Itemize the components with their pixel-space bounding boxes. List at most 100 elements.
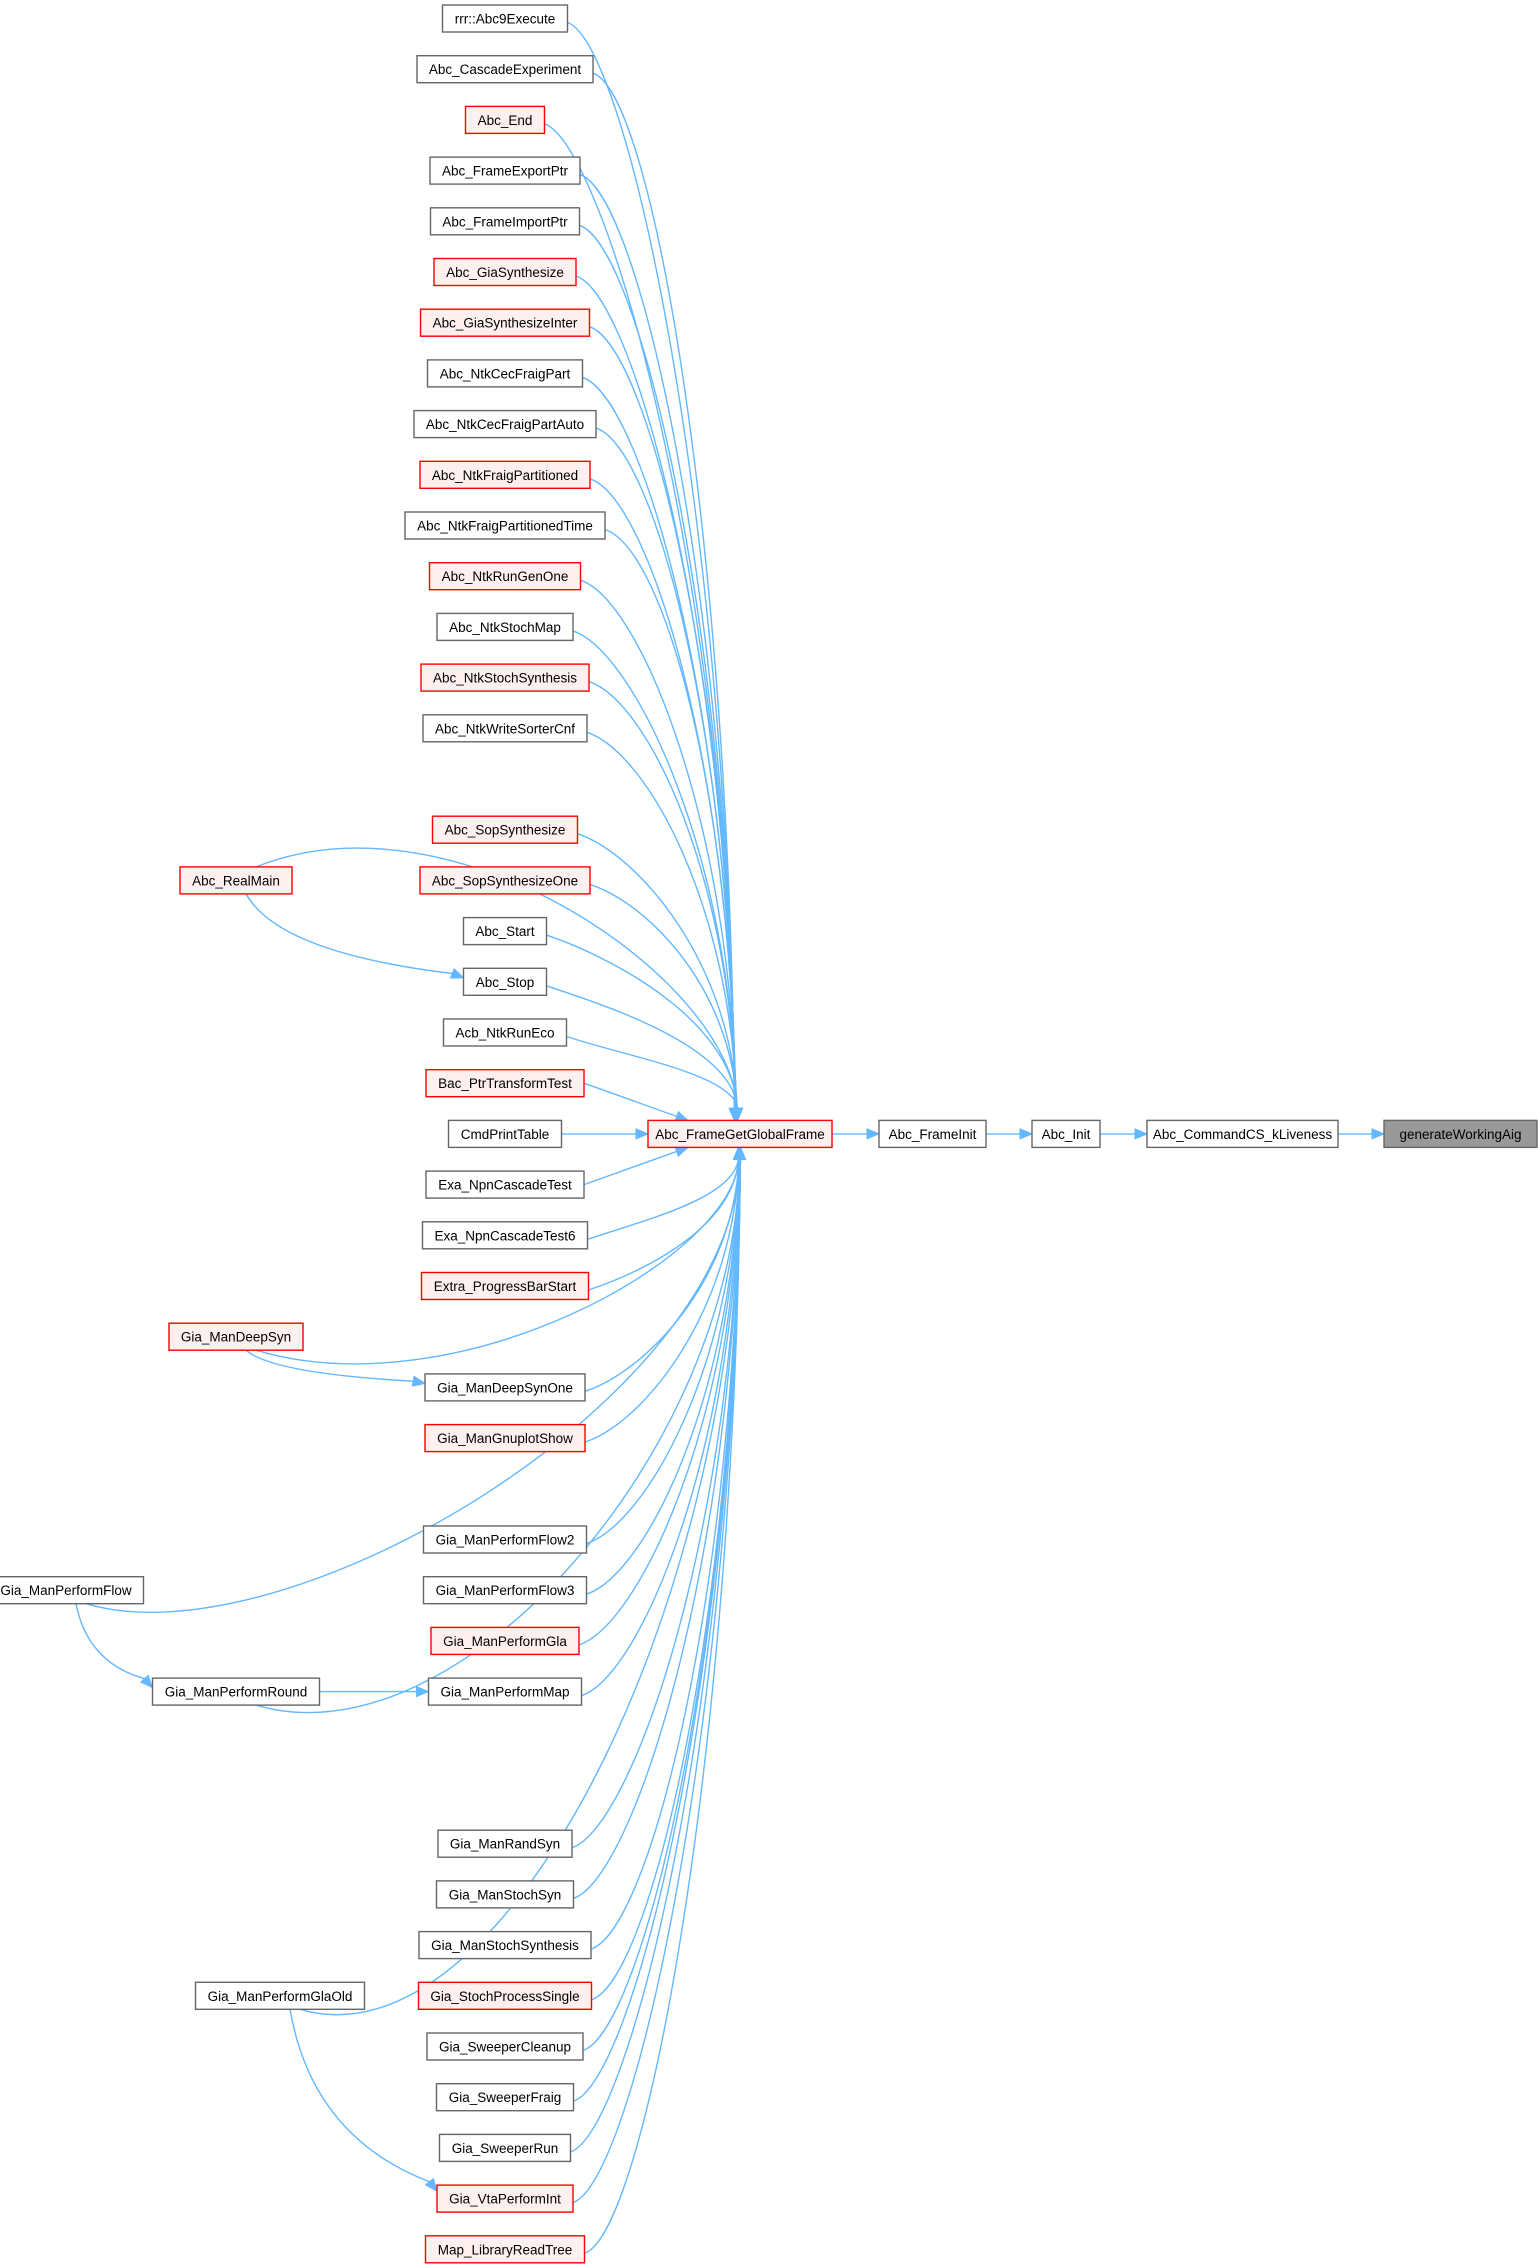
node-box[interactable]: [426, 359, 584, 388]
node-box[interactable]: [419, 866, 591, 895]
node-box[interactable]: [878, 1119, 987, 1149]
node-gia-mangnuplotshow[interactable]: Gia_ManGnuplotShow: [424, 1423, 586, 1453]
node-abc-giasynthesizeinter[interactable]: Abc_GiaSynthesizeInter: [419, 308, 591, 337]
node-box[interactable]: [420, 663, 590, 692]
node-gia-manstochsyn[interactable]: Gia_ManStochSyn: [435, 1880, 575, 1909]
node-box[interactable]: [1146, 1119, 1339, 1149]
node-box[interactable]: [441, 4, 569, 33]
node-abc-init[interactable]: Abc_Init: [1031, 1119, 1101, 1149]
node-box[interactable]: [462, 916, 548, 946]
node-box[interactable]: [428, 562, 582, 591]
node-abc-ntkcecfraigpartauto[interactable]: Abc_NtkCecFraigPartAuto: [413, 409, 597, 439]
node-gia-stochprocesssingle[interactable]: Gia_StochProcessSingle: [417, 1981, 593, 2011]
node-gia-manperformround[interactable]: Gia_ManPerformRound: [151, 1677, 321, 1706]
node-box[interactable]: [421, 1221, 589, 1250]
node-cmdprinttable[interactable]: CmdPrintTable: [447, 1119, 563, 1149]
node-box[interactable]: [464, 105, 546, 135]
node-box[interactable]: [0, 1575, 145, 1605]
node-gia-manrandsyn[interactable]: Gia_ManRandSyn: [437, 1829, 573, 1858]
node-gia-mandeepsynone[interactable]: Gia_ManDeepSynOne: [424, 1373, 586, 1402]
node-exa-npncascadetest[interactable]: Exa_NpnCascadeTest: [425, 1170, 585, 1199]
node-box[interactable]: [418, 1930, 592, 1960]
node-box[interactable]: [1383, 1119, 1538, 1149]
node-box[interactable]: [1031, 1119, 1101, 1149]
node-gia-sweeperfraig[interactable]: Gia_SweeperFraig: [435, 2082, 575, 2112]
node-box[interactable]: [422, 1575, 588, 1605]
node-box[interactable]: [422, 714, 588, 743]
node-box[interactable]: [425, 1068, 585, 1098]
node-box[interactable]: [435, 2082, 575, 2112]
node-abc-frameexportptr[interactable]: Abc_FrameExportPtr: [429, 156, 581, 185]
node-gia-manperformmap[interactable]: Gia_ManPerformMap: [427, 1677, 583, 1706]
node-abc-sopsynthesize[interactable]: Abc_SopSynthesize: [431, 815, 579, 844]
node-box[interactable]: [194, 1981, 366, 2011]
node-box[interactable]: [447, 1119, 563, 1149]
node-box[interactable]: [179, 866, 293, 895]
node-abc-frameinit[interactable]: Abc_FrameInit: [878, 1119, 987, 1149]
node-box[interactable]: [442, 1018, 568, 1047]
node-gia-manperformgla[interactable]: Gia_ManPerformGla: [430, 1626, 580, 1656]
node-gia-sweeperrun[interactable]: Gia_SweeperRun: [438, 2133, 572, 2163]
node-abc-ntkrungenone[interactable]: Abc_NtkRunGenOne: [428, 562, 582, 591]
node-abc-ntkwritesortercnf[interactable]: Abc_NtkWriteSorterCnf: [422, 714, 588, 743]
node-box[interactable]: [424, 2235, 586, 2264]
node-abc-start[interactable]: Abc_Start: [462, 916, 548, 946]
node-bac-ptrtransformtest[interactable]: Bac_PtrTransformTest: [425, 1068, 585, 1098]
node-gia-manperformflow[interactable]: Gia_ManPerformFlow: [0, 1575, 145, 1605]
node-box[interactable]: [417, 1981, 593, 2011]
node-box[interactable]: [416, 55, 594, 84]
node-gia-vtaperformint[interactable]: Gia_VtaPerformInt: [436, 2184, 574, 2213]
node-generateworkingaig[interactable]: generateWorkingAig: [1383, 1119, 1538, 1149]
node-extra-progressbarstart[interactable]: Extra_ProgressBarStart: [420, 1271, 590, 1301]
node-abc-ntkstochmap[interactable]: Abc_NtkStochMap: [436, 612, 574, 642]
node-box[interactable]: [429, 156, 581, 185]
node-box[interactable]: [424, 1423, 586, 1453]
node-abc-ntkstochsynthesis[interactable]: Abc_NtkStochSynthesis: [420, 663, 590, 692]
node-abc-ntkcecfraigpart[interactable]: Abc_NtkCecFraigPart: [426, 359, 584, 388]
node-exa-npncascadetest6[interactable]: Exa_NpnCascadeTest6: [421, 1221, 589, 1250]
node-box[interactable]: [436, 2184, 574, 2213]
node-abc-ntkfraigpartitioned[interactable]: Abc_NtkFraigPartitioned: [419, 460, 591, 489]
node-box[interactable]: [404, 511, 606, 540]
node-box[interactable]: [427, 1677, 583, 1706]
node-gia-manperformflow2[interactable]: Gia_ManPerformFlow2: [422, 1525, 588, 1554]
node-box[interactable]: [438, 2133, 572, 2163]
node-acb-ntkruneco[interactable]: Acb_NtkRunEco: [442, 1018, 568, 1047]
node-abc-realmain[interactable]: Abc_RealMain: [179, 866, 293, 895]
node-box[interactable]: [419, 460, 591, 489]
node-map-libraryreadtree[interactable]: Map_LibraryReadTree: [424, 2235, 586, 2264]
node-box[interactable]: [436, 612, 574, 642]
node-gia-manperformflow3[interactable]: Gia_ManPerformFlow3: [422, 1575, 588, 1605]
node-abc-giasynthesize[interactable]: Abc_GiaSynthesize: [433, 257, 577, 287]
node-box[interactable]: [431, 815, 579, 844]
node-box[interactable]: [419, 308, 591, 337]
node-box[interactable]: [420, 1271, 590, 1301]
node-gia-mandeepsyn[interactable]: Gia_ManDeepSyn: [168, 1322, 304, 1351]
node-box[interactable]: [413, 409, 597, 439]
node-box[interactable]: [422, 1525, 588, 1554]
node-abc-end[interactable]: Abc_End: [464, 105, 546, 135]
node-box[interactable]: [462, 967, 548, 996]
node-abc-cascadeexperiment[interactable]: Abc_CascadeExperiment: [416, 55, 594, 84]
node-box[interactable]: [647, 1119, 833, 1149]
node-abc-stop[interactable]: Abc_Stop: [462, 967, 548, 996]
node-box[interactable]: [168, 1322, 304, 1351]
node-box[interactable]: [425, 1170, 585, 1199]
node-abc-ntkfraigpartitionedtime[interactable]: Abc_NtkFraigPartitionedTime: [404, 511, 606, 540]
node-box[interactable]: [151, 1677, 321, 1706]
node-abc-frameimportptr[interactable]: Abc_FrameImportPtr: [429, 207, 581, 236]
node-box[interactable]: [433, 257, 577, 287]
node-box[interactable]: [430, 1626, 580, 1656]
node-box[interactable]: [426, 2032, 584, 2061]
node-abc-framegetglobalframe[interactable]: Abc_FrameGetGlobalFrame: [647, 1119, 833, 1149]
node-abc-commandcs-kliveness[interactable]: Abc_CommandCS_kLiveness: [1146, 1119, 1339, 1149]
node-abc-sopsynthesizeone[interactable]: Abc_SopSynthesizeOne: [419, 866, 591, 895]
node-box[interactable]: [437, 1829, 573, 1858]
node-box[interactable]: [435, 1880, 575, 1909]
node-gia-manperformglaold[interactable]: Gia_ManPerformGlaOld: [194, 1981, 366, 2011]
node-rrr-abc9execute[interactable]: rrr::Abc9Execute: [441, 4, 569, 33]
node-box[interactable]: [429, 207, 581, 236]
node-box[interactable]: [424, 1373, 586, 1402]
node-gia-manstochsynthesis[interactable]: Gia_ManStochSynthesis: [418, 1930, 592, 1960]
node-gia-sweepercleanup[interactable]: Gia_SweeperCleanup: [426, 2032, 584, 2061]
